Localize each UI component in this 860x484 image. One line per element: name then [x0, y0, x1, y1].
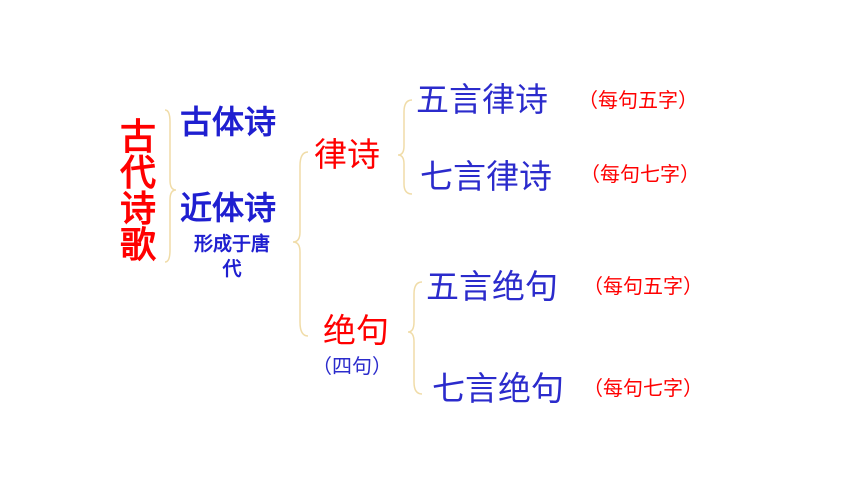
leaf-qiyan-lushi: 七言律诗	[420, 157, 552, 196]
note-formed-in-tang: 形成于唐代	[193, 233, 270, 280]
leaf-qiyan-jueju: 七言绝句	[432, 369, 564, 408]
bracket-jueju	[407, 281, 423, 395]
node-modern-style-poetry: 近体诗	[180, 189, 277, 227]
note-four-lines: （四句）	[312, 354, 392, 378]
node-ancient-style-poetry: 古体诗	[180, 103, 277, 141]
bracket-lushi	[397, 99, 413, 195]
node-jueju: 绝句	[323, 311, 389, 350]
leaf-wuyan-lushi: 五言律诗	[416, 80, 548, 119]
bracket-root	[164, 109, 177, 263]
bracket-modern	[292, 151, 309, 337]
note-wuyan-jueju: （每句五字）	[583, 274, 703, 298]
leaf-wuyan-jueju: 五言绝句	[426, 267, 558, 306]
root-node-ancient-poetry: 古代诗歌	[119, 117, 156, 266]
note-qiyan-lushi: （每句七字）	[580, 162, 700, 186]
note-wuyan-lushi: （每句五字）	[578, 88, 698, 112]
note-qiyan-jueju: （每句七字）	[583, 376, 703, 400]
node-lushi: 律诗	[314, 135, 380, 174]
